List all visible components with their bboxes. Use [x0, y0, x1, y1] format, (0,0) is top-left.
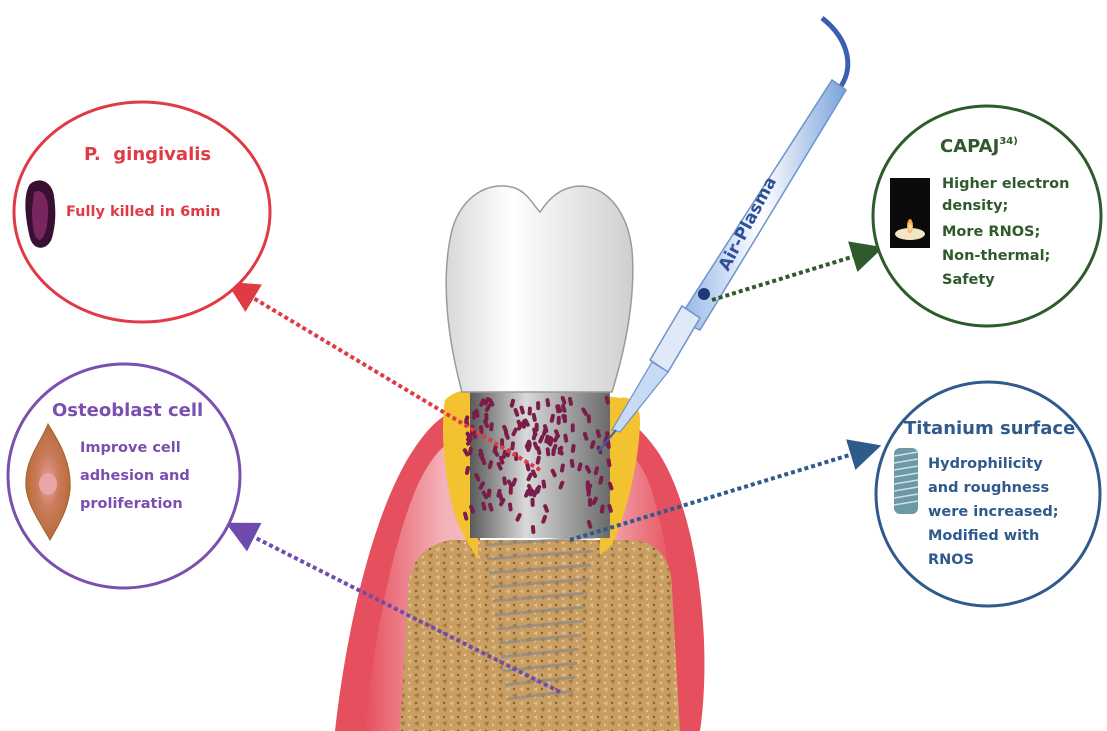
osteoblast-line-1: adhesion and — [80, 468, 190, 484]
titanium-line-2: were increased; — [928, 504, 1059, 520]
candle-flame-icon — [890, 178, 930, 248]
titanium-panel: Titanium surface Hydrophilicity and roug… — [876, 382, 1100, 606]
pen-tip — [612, 362, 668, 432]
pen-button — [698, 288, 710, 300]
capaj-line-3: Non-thermal; — [942, 248, 1050, 264]
pen-cable — [822, 18, 848, 90]
osteoblast-panel: Osteoblast cell Improve cell adhesion an… — [8, 364, 240, 588]
osteoblast-line-2: proliferation — [80, 496, 183, 512]
titanium-line-0: Hydrophilicity — [928, 456, 1043, 472]
capaj-line-4: Safety — [942, 272, 995, 288]
dental-implant-icon — [894, 448, 918, 514]
air-plasma-pen: Air-Plasma — [598, 18, 848, 452]
osteoblast-title: Osteoblast cell — [52, 400, 203, 421]
pgingivalis-title: P. gingivalis — [84, 144, 211, 165]
capaj-line-0: Higher electron — [942, 176, 1069, 192]
titanium-line-1: and roughness — [928, 480, 1049, 496]
pen-label: Air-Plasma — [715, 174, 781, 275]
osteoblast-line-0: Improve cell — [80, 440, 181, 456]
titanium-title: Titanium surface — [904, 418, 1075, 439]
pgingivalis-body: Fully killed in 6min — [66, 204, 221, 220]
pen-grip — [650, 306, 700, 372]
capaj-panel: CAPAJ34) Higher electron density; More R… — [873, 106, 1101, 326]
titanium-line-3: Modified with — [928, 528, 1039, 544]
capaj-line-1: density; — [942, 198, 1008, 214]
crown — [446, 186, 633, 392]
pgingivalis-panel: P. gingivalis Fully killed in 6min — [14, 102, 270, 322]
titanium-line-4: RNOS — [928, 552, 974, 568]
capaj-line-2: More RNOS; — [942, 224, 1040, 240]
